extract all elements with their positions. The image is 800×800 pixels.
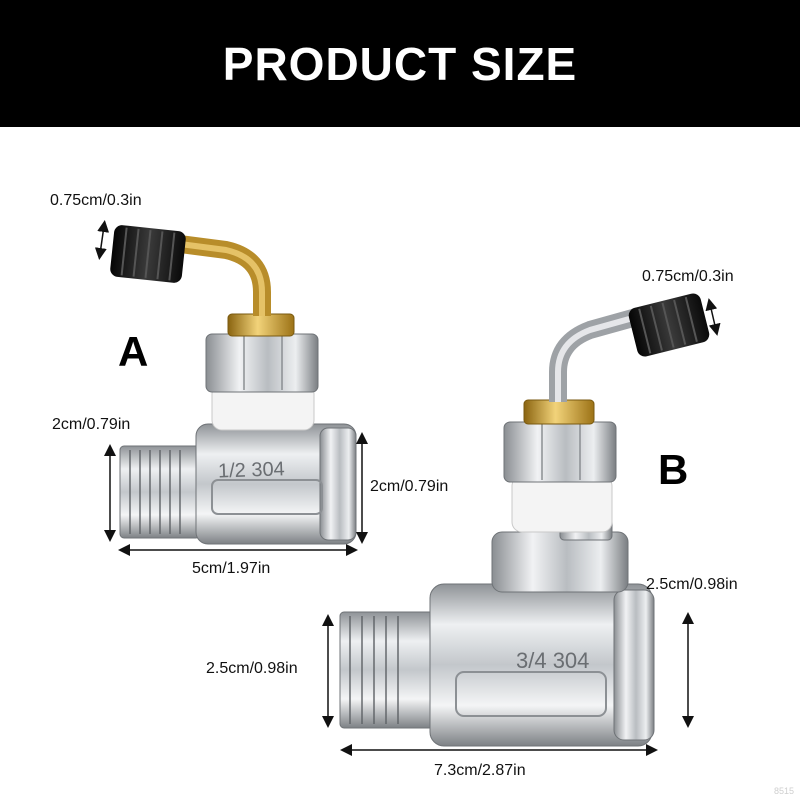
- product-b-fitting: [339, 293, 710, 747]
- product-a-marking: 1/2 304: [218, 458, 285, 482]
- banner-title: PRODUCT SIZE: [222, 37, 578, 90]
- product-b-left-height-dimension: 2.5cm/0.98in: [206, 660, 298, 677]
- product-b-cap-dimension: 0.75cm/0.3in: [642, 268, 734, 285]
- product-a-length-dimension: 5cm/1.97in: [192, 560, 271, 577]
- product-a-dimension-arrows: [94, 220, 368, 556]
- product-a-fitting: [110, 225, 357, 545]
- product-a-left-height-dimension: 2cm/0.79in: [52, 416, 131, 433]
- product-b-dimension-arrows: [322, 298, 721, 756]
- title-banner: PRODUCT SIZE: [0, 0, 800, 127]
- variant-label-a: A: [118, 328, 149, 375]
- product-b-marking: 3/4 304: [516, 648, 589, 673]
- product-a-right-height-dimension: 2cm/0.79in: [370, 478, 449, 495]
- watermark: 8515: [773, 786, 794, 796]
- product-b-right-height-dimension: 2.5cm/0.98in: [646, 576, 738, 593]
- product-b-length-dimension: 7.3cm/2.87in: [434, 762, 526, 779]
- product-a-cap-dimension: 0.75cm/0.3in: [50, 192, 142, 209]
- variant-label-b: B: [658, 446, 689, 493]
